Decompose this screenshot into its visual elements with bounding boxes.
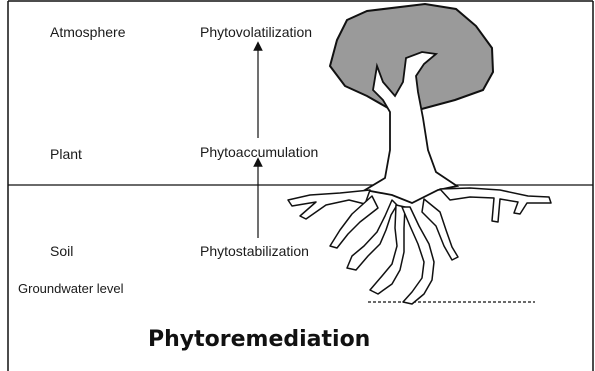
zone-label-soil: Soil <box>50 243 73 259</box>
process-label-volatilization: Phytovolatilization <box>200 24 312 40</box>
process-label-stabilization: Phytostabilization <box>200 243 309 259</box>
root-system <box>288 188 551 304</box>
zone-label-atmosphere: Atmosphere <box>50 24 126 40</box>
process-label-accumulation: Phytoaccumulation <box>200 144 318 160</box>
zone-label-groundwater: Groundwater level <box>18 281 124 296</box>
zone-label-plant: Plant <box>50 146 82 162</box>
figure-title: Phytoremediation <box>148 327 370 352</box>
